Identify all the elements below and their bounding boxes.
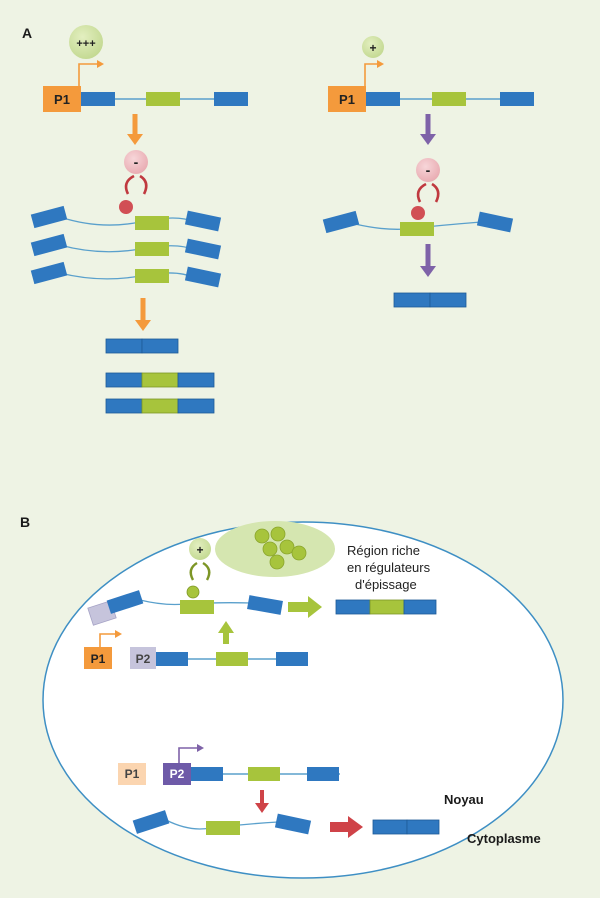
region-label-line1: Région riche — [347, 543, 420, 558]
panel-b-label: B — [20, 514, 30, 530]
promoter-p1-label-left: P1 — [54, 92, 70, 107]
process-arrowhead-left-2 — [135, 320, 151, 331]
pre-mrna-right — [322, 210, 514, 236]
gene-p2-active — [118, 744, 340, 785]
pre-mrna-row-2 — [30, 233, 222, 260]
splice-arrow-red — [330, 816, 363, 838]
strong-activator-bubble — [69, 25, 103, 59]
splice-arrow-green — [288, 596, 322, 618]
exon-1-right — [366, 92, 400, 106]
activator-bubble — [189, 538, 211, 560]
exon-3-right — [500, 92, 534, 106]
pre-mrna-p1 — [87, 590, 283, 626]
promoter-p1-label-right: P1 — [339, 92, 355, 107]
repressor-label-right: - — [426, 162, 431, 178]
activator-body — [186, 585, 200, 599]
region-label-line2: en régulateurs — [347, 560, 431, 575]
mrna-right-skipped — [393, 292, 467, 308]
gene-p1-active-p2-label: P2 — [136, 652, 151, 666]
process-arrowhead-red-down — [255, 803, 269, 813]
exon-alt-right — [432, 92, 466, 106]
gene-p2-active-p2-label: P2 — [170, 767, 185, 781]
repressor-bubble-left — [124, 150, 148, 174]
panel-a-label: A — [22, 25, 32, 41]
gene-p1-active-p1-label: P1 — [91, 652, 106, 666]
transcription-arrowhead-right — [377, 60, 384, 68]
regulator-rich-region — [215, 521, 335, 577]
repressor-body-right — [411, 206, 425, 220]
mrna-exon-skipped — [105, 338, 179, 354]
mrna-exon-included-1 — [105, 372, 215, 388]
transcription-arrow-up-green — [218, 621, 234, 644]
weak-activator-bubble — [362, 36, 384, 58]
mrna-red-skipped — [372, 819, 440, 835]
repressor-bubble-right — [416, 158, 440, 182]
pre-mrna-row-3 — [30, 261, 222, 288]
promoter-p1-box-left — [43, 86, 81, 112]
repressor-body-left — [119, 200, 133, 214]
activator-label: + — [196, 543, 203, 557]
nucleus-label: Noyau — [444, 792, 484, 807]
cytoplasm-label: Cytoplasme — [467, 831, 541, 846]
gene-p2-active-p1-label: P1 — [125, 767, 140, 781]
mrna-green-included — [335, 599, 437, 615]
process-arrowhead-left-1 — [127, 134, 143, 145]
process-arrowhead-right-1 — [420, 134, 436, 145]
transcription-start-arrow-left — [78, 63, 97, 88]
panel-a-right-column: + P1 - — [322, 36, 534, 308]
gene-p1-active — [84, 630, 308, 669]
promoter-p1-box-right — [328, 86, 366, 112]
panel-a-left-column: +++ P1 - — [30, 25, 248, 414]
pre-mrna-p2 — [132, 810, 312, 835]
activator-arms — [189, 561, 211, 581]
process-arrowhead-right-2 — [420, 266, 436, 277]
exon-alt-left — [146, 92, 180, 106]
repressor-arms-right — [416, 182, 440, 203]
weak-activator-label: + — [369, 41, 376, 55]
exon-1-left — [81, 92, 115, 106]
mrna-exon-included-2 — [105, 398, 215, 414]
transcription-start-arrow-right — [364, 63, 377, 88]
region-label-line3: d'épissage — [355, 577, 417, 592]
exon-3-left — [214, 92, 248, 106]
transcription-arrowhead-left — [97, 60, 104, 68]
repressor-arms-left — [124, 174, 148, 195]
strong-activator-label: +++ — [76, 38, 95, 50]
repressor-label-left: - — [134, 154, 139, 170]
pre-mrna-row-1 — [30, 205, 222, 232]
